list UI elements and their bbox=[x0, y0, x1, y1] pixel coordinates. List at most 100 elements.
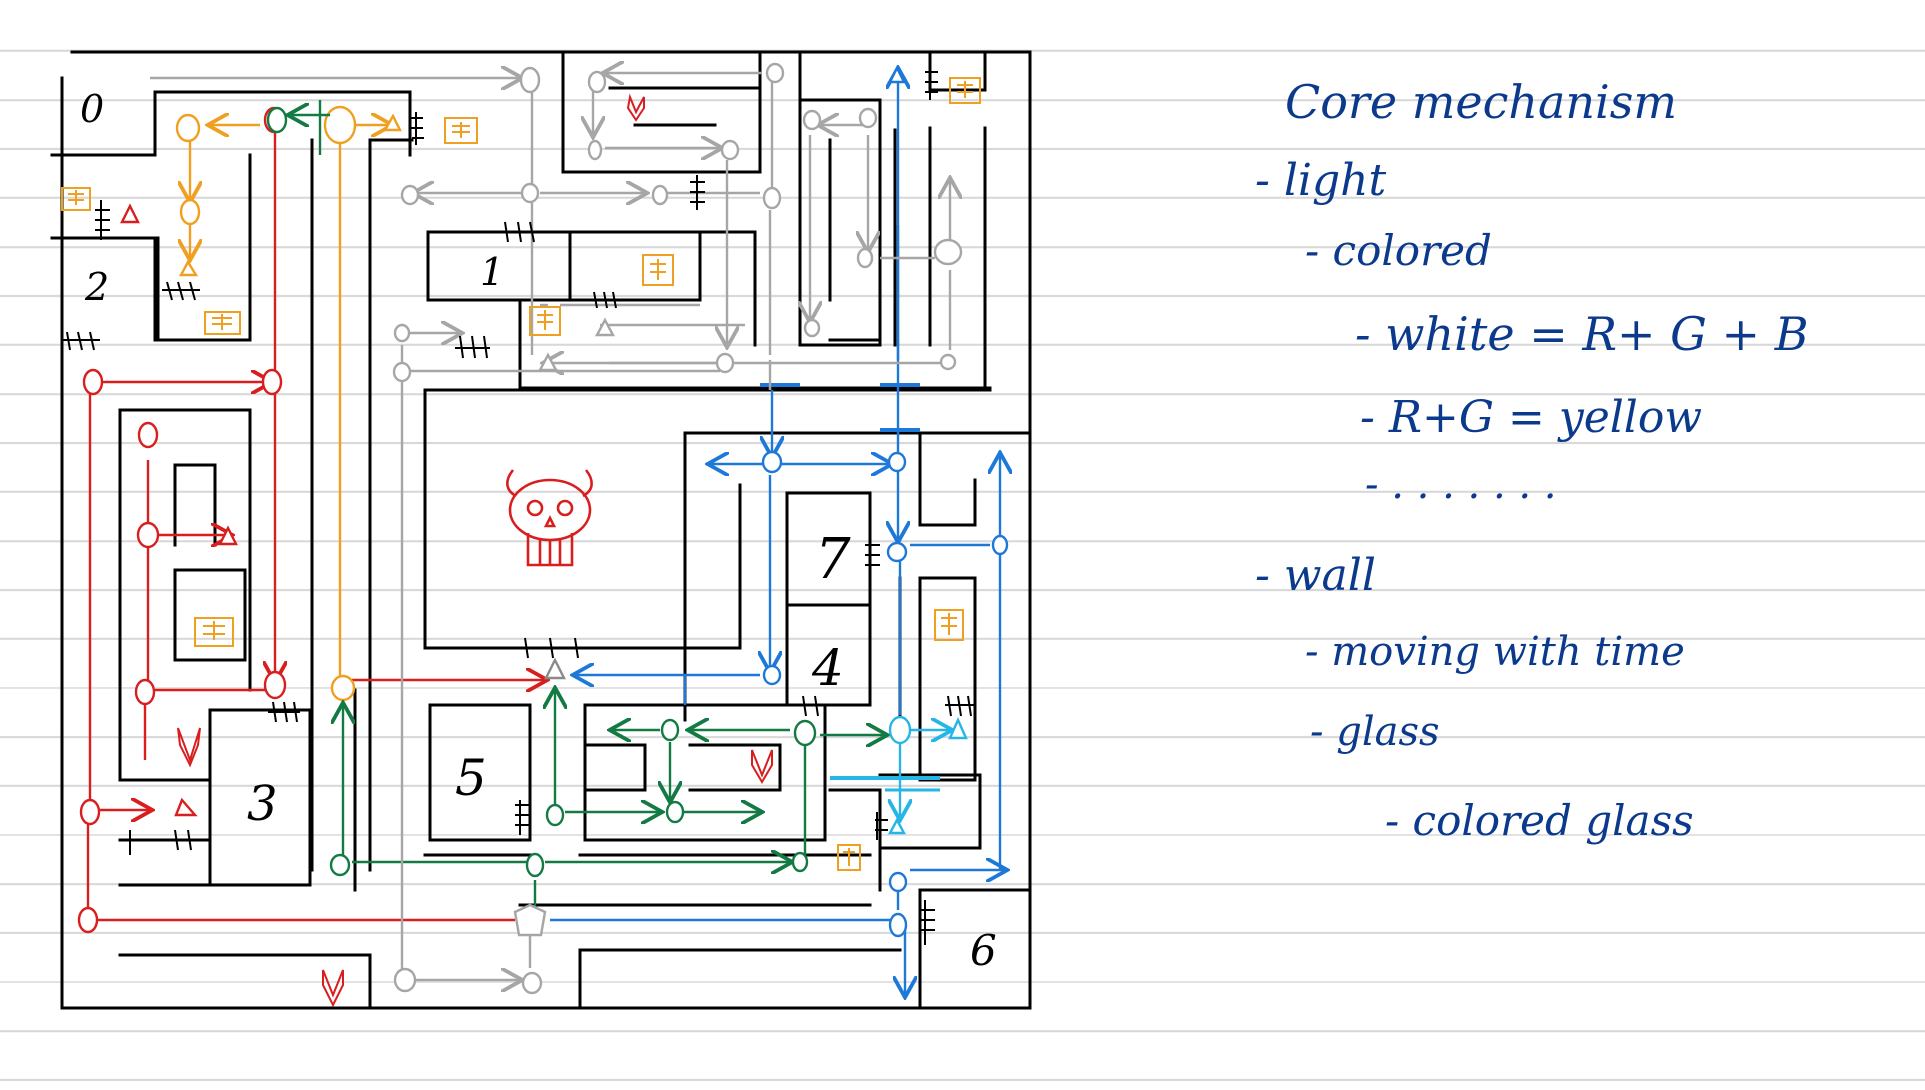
treasure-chest-icon bbox=[444, 117, 478, 144]
doors bbox=[62, 65, 975, 945]
blue-light-node bbox=[888, 871, 908, 893]
gray-light-node bbox=[939, 353, 957, 371]
door-marker-icon bbox=[62, 331, 100, 351]
room-5-box bbox=[428, 703, 532, 842]
right-lower bbox=[828, 773, 982, 892]
gray-light-node bbox=[651, 184, 669, 206]
orange-light-paths bbox=[190, 125, 390, 680]
gray-light-node bbox=[856, 247, 874, 269]
outer-wall bbox=[60, 50, 1032, 1010]
cyan-prism bbox=[887, 817, 907, 835]
door-marker-icon bbox=[455, 335, 490, 359]
fox-mask-icon bbox=[177, 727, 201, 768]
green-light-node bbox=[791, 851, 809, 873]
treasure-chest-icon bbox=[194, 617, 234, 647]
cyan-light-node bbox=[888, 715, 912, 745]
treasure-chest-icon bbox=[204, 311, 241, 335]
horned-skull-icon bbox=[506, 469, 593, 567]
green-light-node bbox=[660, 718, 680, 742]
fox-mask-icon bbox=[322, 969, 344, 1008]
note-colored-glass: - colored glass bbox=[1385, 796, 1694, 845]
green-light-node bbox=[545, 803, 565, 827]
room-label-5: 5 bbox=[455, 749, 487, 807]
gray-light-node bbox=[802, 109, 822, 131]
orange-light-node bbox=[330, 674, 356, 702]
gray-light-node bbox=[393, 967, 417, 993]
gray-nodes bbox=[392, 62, 963, 995]
green-box bbox=[583, 703, 827, 842]
door-marker-icon bbox=[95, 200, 110, 240]
note-colored: - colored bbox=[1305, 226, 1492, 275]
cyan-nodes bbox=[887, 715, 968, 835]
treasure-chest-icon bbox=[642, 254, 674, 286]
door-marker-icon bbox=[500, 221, 545, 243]
door-marker-icon bbox=[800, 695, 825, 717]
right-mid-1 bbox=[918, 431, 977, 527]
door-marker-icon bbox=[875, 812, 888, 840]
fox-masks bbox=[177, 93, 773, 1008]
red-light-node bbox=[136, 521, 160, 549]
gray-prism bbox=[595, 317, 615, 337]
gray-light-node bbox=[587, 70, 607, 94]
orange-prism bbox=[178, 259, 199, 277]
white-source-pentagon bbox=[513, 903, 547, 937]
room-0-wall bbox=[50, 90, 412, 157]
treasure-chest-icon bbox=[934, 609, 964, 641]
red-light-node bbox=[263, 670, 287, 700]
room-7-4 bbox=[785, 491, 872, 707]
top-block-inner bbox=[608, 86, 762, 127]
cyan-light-paths bbox=[830, 730, 950, 818]
red-light-paths bbox=[86, 120, 545, 922]
green-nodes bbox=[266, 106, 817, 878]
inner-u-wall bbox=[173, 463, 217, 547]
cyan-prism bbox=[948, 717, 968, 740]
right-column bbox=[893, 50, 987, 390]
note-moving: - moving with time bbox=[1305, 629, 1685, 675]
orange-light-node bbox=[323, 105, 357, 145]
blue-light-paths bbox=[550, 70, 1005, 995]
room-label-3: 3 bbox=[247, 776, 278, 832]
gray-light-node bbox=[933, 238, 963, 266]
door-marker-icon bbox=[520, 637, 590, 659]
gray-light-node bbox=[762, 186, 782, 210]
blue-light-node bbox=[991, 534, 1009, 556]
blue-light-node bbox=[887, 451, 907, 473]
door-marker-icon bbox=[125, 829, 205, 855]
inner-chest-box bbox=[173, 568, 247, 662]
red-prisms bbox=[120, 203, 238, 817]
room-label-2: 2 bbox=[84, 265, 109, 309]
boss-room-right bbox=[683, 431, 1032, 722]
bottom-right-box bbox=[578, 948, 902, 1010]
gray-light-node bbox=[400, 184, 420, 206]
red-light-node bbox=[82, 368, 104, 396]
room-2-wall bbox=[50, 153, 252, 342]
door-marker-icon bbox=[590, 291, 620, 309]
red-light-node bbox=[79, 798, 101, 826]
green-light-node bbox=[329, 853, 351, 877]
blue-nodes bbox=[761, 65, 1009, 938]
room-label-6: 6 bbox=[970, 926, 997, 975]
treasure-chest-icon bbox=[529, 306, 561, 336]
door-marker-icon bbox=[925, 65, 938, 100]
orange-nodes bbox=[175, 105, 402, 702]
green-light-node bbox=[525, 852, 545, 878]
gray-light-node bbox=[720, 139, 740, 161]
red-light-node bbox=[77, 906, 99, 934]
room-1-box bbox=[426, 230, 702, 302]
treasure-chests bbox=[61, 77, 981, 871]
treasure-chest-icon bbox=[837, 844, 861, 871]
green-light-node bbox=[793, 719, 817, 747]
fox-mask-icon bbox=[751, 749, 773, 784]
green-light-node bbox=[665, 800, 685, 824]
door-marker-icon bbox=[865, 540, 880, 575]
gray-light-node bbox=[520, 182, 540, 204]
red-light-node bbox=[261, 368, 283, 396]
note-wall: - wall bbox=[1255, 550, 1376, 601]
treasure-chest-icon bbox=[949, 77, 981, 104]
room-labels: 0 2 1 3 5 7 4 6 bbox=[80, 87, 997, 975]
green-light-node bbox=[266, 106, 288, 134]
gray-light-node bbox=[392, 361, 412, 383]
gray-prism bbox=[538, 352, 558, 372]
room-3-side bbox=[118, 778, 212, 887]
